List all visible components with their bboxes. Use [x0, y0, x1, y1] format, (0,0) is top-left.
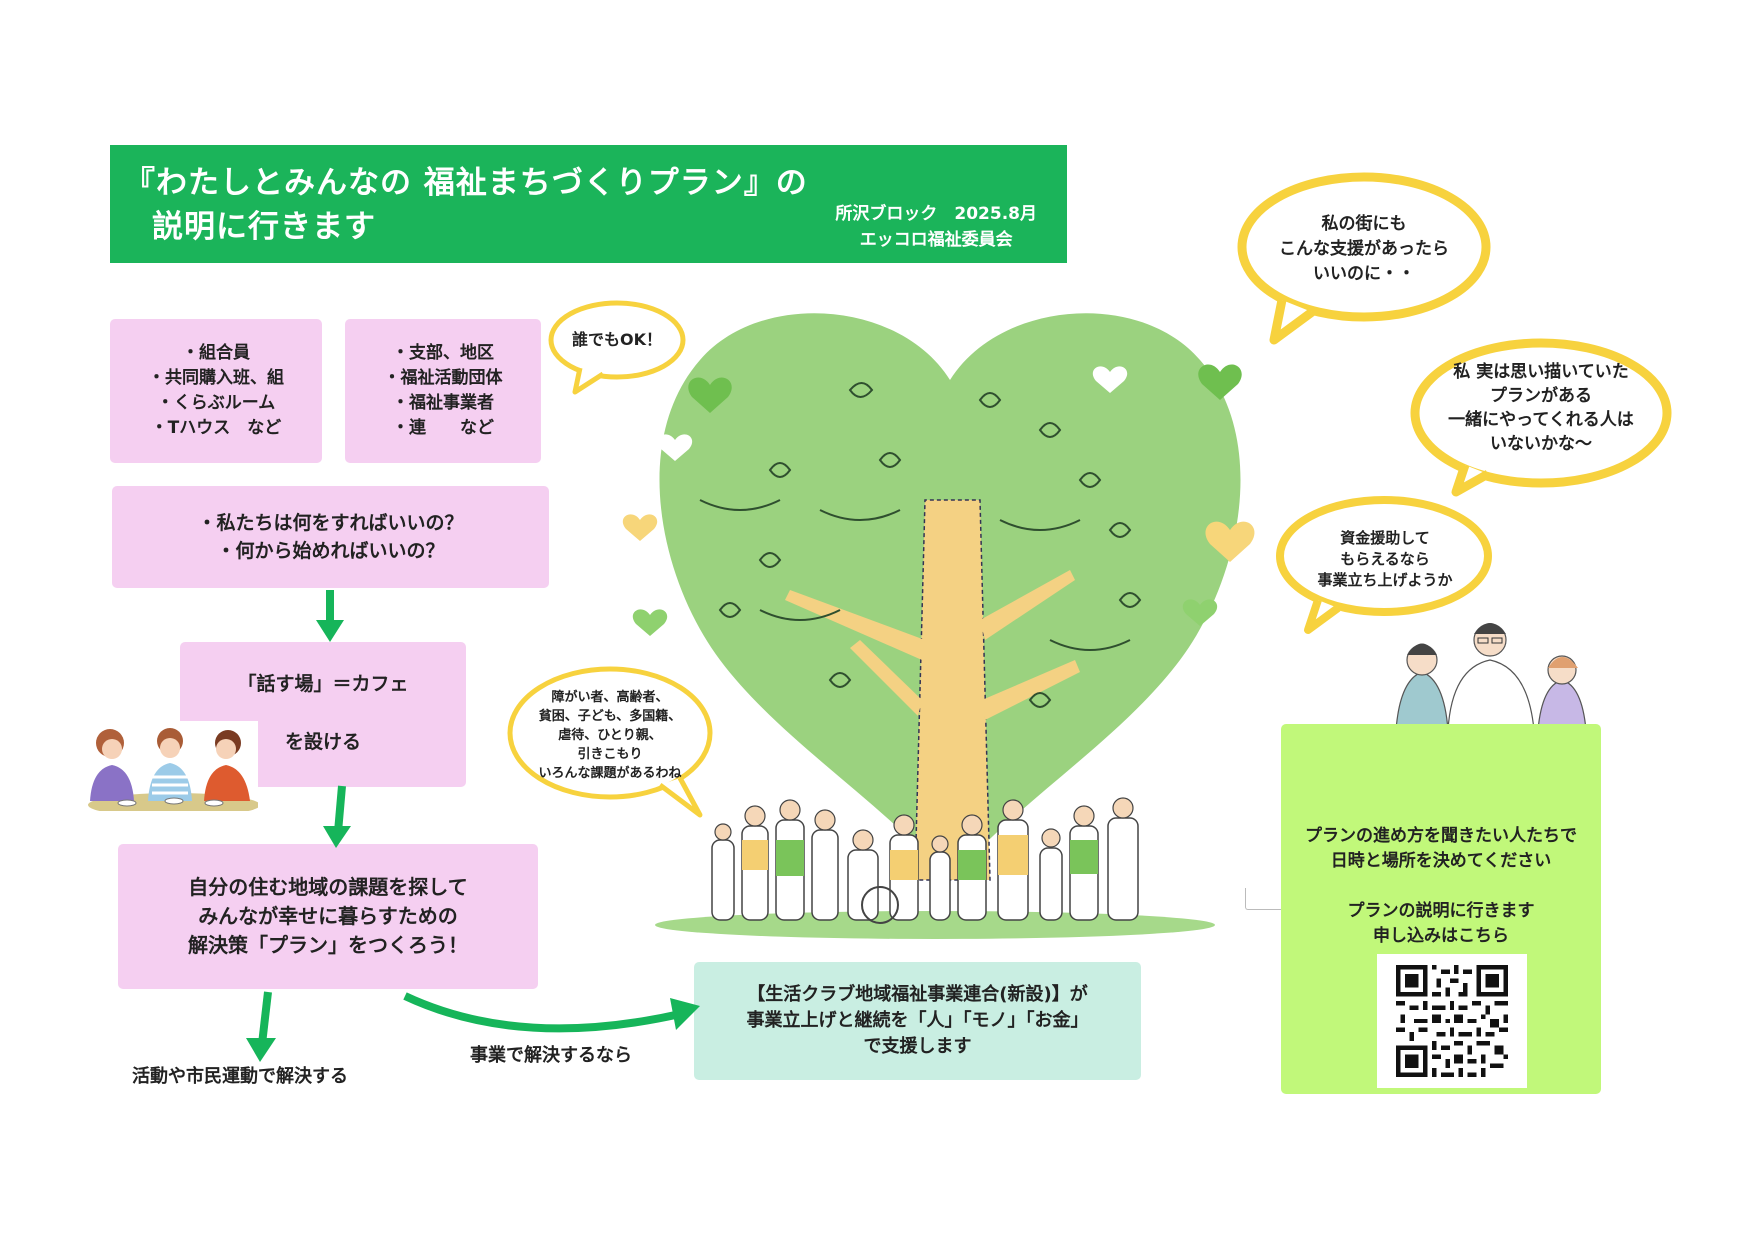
- bubble-line: 障がい者、高齢者、: [551, 690, 669, 705]
- question-line: ・何から始めればいいの？: [216, 540, 445, 562]
- apply-line: プランの説明に行きます: [1347, 901, 1535, 921]
- list-item: ・福祉事業者: [392, 393, 494, 413]
- connector-line: [1245, 888, 1283, 910]
- title-line-1: 『わたしとみんなの 福祉まちづくりプラン』の: [124, 165, 808, 201]
- cafe-line: を設ける: [284, 730, 361, 753]
- apply-line: プランの進め方を聞きたい人たちで: [1305, 826, 1577, 846]
- cafe-illustration: [82, 721, 258, 811]
- bubble-line: いないかな～: [1490, 434, 1592, 454]
- arrow-down-1: [316, 590, 344, 642]
- apply-box: プランの進め方を聞きたい人たちで 日時と場所を決めてください プランの説明に行き…: [1281, 724, 1601, 1094]
- list-item: ・支部、地区: [392, 343, 494, 363]
- bubble-anyone: [548, 300, 686, 395]
- organizer-line-1: 所沢ブロック 2025.8月: [835, 204, 1037, 224]
- organizer: 所沢ブロック 2025.8月 エッコロ福祉委員会: [835, 201, 1037, 253]
- bubble-line: 虐待、ひとり親、: [558, 728, 662, 743]
- plan-line: 解決策「プラン」をつくろう！: [188, 933, 468, 957]
- support-box: 【生活クラブ地域福祉事業連合(新設)】が 事業立上げと継続を「人」「モノ」「お金…: [694, 962, 1141, 1080]
- list-item: ・連 など: [392, 418, 494, 438]
- list-item: ・福祉活動団体: [383, 368, 503, 388]
- page-title: 『わたしとみんなの 福祉まちづくりプラン』の 説明に行きます: [124, 161, 808, 249]
- list-item: ・共同購入班、組: [148, 368, 284, 388]
- team-illustration: [1395, 623, 1587, 731]
- arrow-down-2: [323, 785, 351, 848]
- bubble-issues: [507, 666, 713, 818]
- bubble-line: 一緒にやってくれる人は: [1448, 410, 1634, 430]
- cafe-line: 「話す場」＝カフェ: [237, 672, 409, 695]
- apply-line: 申し込みはこちら: [1373, 926, 1509, 946]
- apply-line: 日時と場所を決めてください: [1330, 851, 1552, 871]
- business-solution-label: 事業で解決するなら: [470, 1045, 632, 1066]
- bubble-line: 私 実は思い描いていた: [1453, 362, 1629, 382]
- plan-box: 自分の住む地域の課題を探して みんなが幸せに暮らすための 解決策「プラン」をつく…: [118, 844, 538, 989]
- support-line: で支援します: [863, 1036, 972, 1057]
- qr-code-icon[interactable]: [1377, 954, 1527, 1088]
- activity-solution-label: 活動や市民運動で解決する: [132, 1066, 348, 1087]
- bubble-line: いいのに・・: [1313, 264, 1415, 284]
- bubble-issues-text: 障がい者、高齢者、 貧困、子ども、多国籍、 虐待、ひとり親、 引きこもり いろん…: [515, 688, 705, 783]
- bubble-idea: [1410, 338, 1672, 497]
- question-line: ・私たちは何をすればいいの？: [197, 512, 464, 534]
- apply-text: プランの進め方を聞きたい人たちで 日時と場所を決めてください プランの説明に行き…: [1281, 824, 1601, 949]
- bubble-idea-text: 私 実は思い描いていた プランがある 一緒にやってくれる人は いないかな～: [1430, 360, 1652, 456]
- bubble-wish: [1237, 172, 1491, 345]
- list-item: ・Tハウス など: [150, 418, 282, 438]
- participants-box-members: ・組合員 ・共同購入班、組 ・くらぶルーム ・Tハウス など: [110, 319, 322, 463]
- bubble-line: プランがある: [1490, 386, 1592, 406]
- community-people: [711, 797, 1139, 924]
- tree-illustration: [622, 313, 1255, 939]
- qr-code-graphic: [1396, 965, 1508, 1077]
- bubble-line: こんな支援があったら: [1279, 239, 1449, 259]
- arrow-curved-to-support: [403, 992, 700, 1033]
- bubble-funding: [1276, 496, 1492, 634]
- organizer-line-2: エッコロ福祉委員会: [859, 230, 1013, 250]
- header-banner: 『わたしとみんなの 福祉まちづくりプラン』の 説明に行きます 所沢ブロック 20…: [110, 145, 1067, 263]
- bubble-line: 資金援助して: [1340, 529, 1430, 547]
- title-line-2: 説明に行きます: [152, 209, 376, 245]
- bubble-wish-text: 私の街にも こんな支援があったら いいのに・・: [1254, 212, 1474, 287]
- bubble-line: いろんな課題があるわね: [538, 766, 682, 781]
- bubble-line: 事業立ち上げようか: [1317, 571, 1453, 589]
- list-item: ・くらぶルーム: [156, 393, 276, 413]
- plan-line: 自分の住む地域の課題を探して: [188, 875, 468, 899]
- bubble-funding-text: 資金援助して もらえるなら 事業立ち上げようか: [1290, 528, 1480, 591]
- questions-box: ・私たちは何をすればいいの？ ・何から始めればいいの？: [112, 486, 549, 588]
- participants-box-groups: ・支部、地区 ・福祉活動団体 ・福祉事業者 ・連 など: [345, 319, 541, 463]
- support-line: 事業立上げと継続を「人」「モノ」「お金」: [746, 1010, 1089, 1031]
- bubble-anyone-text: 誰でもOK！: [571, 330, 662, 349]
- list-item: ・組合員: [182, 343, 250, 363]
- bubble-line: もらえるなら: [1340, 550, 1430, 568]
- arrow-down-3: [246, 991, 276, 1062]
- plan-line: みんなが幸せに暮らすための: [198, 904, 458, 928]
- support-line: 【生活クラブ地域福祉事業連合(新設)】が: [747, 984, 1088, 1005]
- bubble-line: 引きこもり: [577, 747, 643, 762]
- bubble-line: 私の街にも: [1321, 214, 1407, 234]
- bubble-line: 貧困、子ども、多国籍、: [538, 709, 682, 724]
